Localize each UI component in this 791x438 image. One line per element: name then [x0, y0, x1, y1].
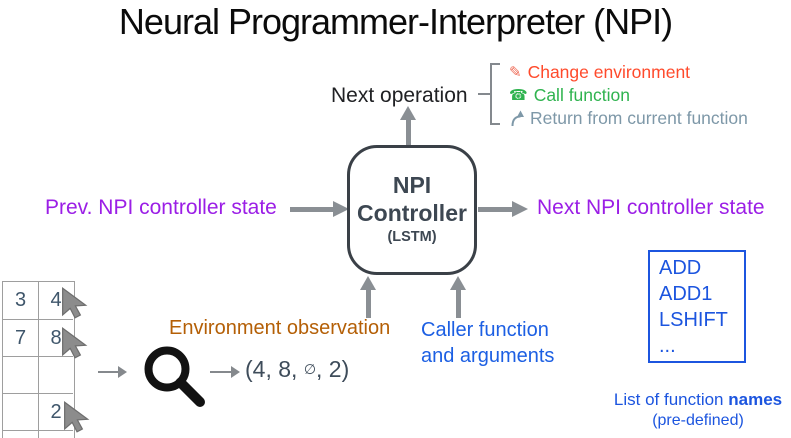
function-name: ADD [659, 257, 702, 279]
caption-bold-text: names [728, 390, 783, 409]
bracket-tick-bottom [490, 123, 500, 125]
function-list-box: ADD ADD1 LSHIFT ... [648, 250, 746, 363]
operation-label: Return from current function [530, 108, 748, 128]
arrow-head [118, 366, 127, 378]
controller-lstm-label: (LSTM) [387, 229, 437, 245]
grid-cell: 8 [38, 319, 73, 356]
magnifier-icon [144, 346, 205, 407]
arrow-head [231, 366, 240, 378]
caption-line-2: (pre-defined) [652, 412, 744, 429]
operation-call-function: ☎ Call function [509, 85, 630, 106]
caller-function-arrow [450, 276, 466, 318]
tuple-suffix: , 2) [316, 356, 350, 382]
arrow-head [512, 201, 528, 217]
function-name: LSHIFT [659, 309, 728, 331]
arrow-shaft [210, 370, 232, 374]
arrow-shaft [98, 370, 119, 374]
cursor-icon [62, 287, 88, 319]
observation-tuple: (4, 8, ∅, 2) [245, 356, 349, 383]
empty-set-symbol: ∅ [303, 361, 317, 377]
operation-label: Change environment [527, 62, 691, 82]
arrow-head [333, 201, 349, 217]
caller-function-label: Caller function and arguments [421, 317, 554, 369]
environment-grid: 3 4 7 8 2 [2, 281, 75, 438]
arrow-shaft [365, 287, 371, 318]
next-state-arrow [478, 201, 528, 218]
caller-line-1: Caller function [421, 319, 549, 341]
caller-line-2: and arguments [421, 345, 555, 367]
return-arrow-icon [509, 110, 524, 127]
environment-observation-arrow [360, 276, 376, 318]
grid-cell: 4 [38, 282, 73, 319]
arrow-shaft [455, 287, 461, 318]
grid-cell [3, 430, 38, 438]
grid-cell [38, 430, 73, 438]
arrow-head [400, 106, 416, 120]
grid-to-lens-arrow [98, 366, 127, 378]
environment-observation-label: Environment observation [169, 317, 391, 339]
controller-subtitle: Controller [357, 200, 467, 226]
tuple-prefix: (4, 8, [245, 356, 304, 382]
function-name: ADD1 [659, 283, 713, 305]
caption-text: List of function [613, 390, 729, 409]
grid-cell [38, 356, 73, 393]
next-state-label: Next NPI controller state [537, 196, 765, 219]
grid-cell: 2 [38, 393, 73, 430]
caption-line-1: List of function names [600, 389, 791, 410]
grid-cell [3, 356, 38, 393]
phone-icon: ☎ [509, 87, 528, 104]
arrow-head [360, 276, 376, 290]
grid-cell: 7 [3, 319, 38, 356]
cursor-icon [62, 327, 88, 359]
operation-return: Return from current function [509, 108, 748, 129]
grid-cell: 3 [14, 289, 27, 311]
next-operation-label: Next operation [331, 84, 468, 107]
bracket-connector [478, 93, 490, 95]
function-list-ellipsis: ... [659, 335, 676, 357]
npi-controller-box: NPI Controller (LSTM) [347, 145, 477, 275]
page-title: Neural Programmer-Interpreter (NPI) [118, 1, 673, 42]
lens-to-tuple-arrow [210, 366, 240, 378]
function-list-caption: List of function names (pre-defined) [600, 389, 791, 431]
next-operation-arrow [400, 106, 416, 148]
arrow-shaft [478, 207, 515, 212]
operation-label: Call function [533, 85, 630, 105]
arrow-head [450, 276, 466, 290]
arrow-shaft [290, 207, 336, 212]
operation-change-environment: ✎ Change environment [509, 62, 690, 83]
arrow-shaft [405, 117, 411, 148]
cursor-icon [64, 401, 90, 433]
grid-cell [3, 393, 38, 430]
prev-state-label: Prev. NPI controller state [45, 196, 277, 219]
bracket-tick-top [490, 63, 500, 65]
controller-title: NPI [392, 172, 432, 198]
pencil-icon: ✎ [509, 64, 522, 81]
prev-state-arrow [290, 201, 349, 218]
bracket-line [490, 63, 492, 125]
